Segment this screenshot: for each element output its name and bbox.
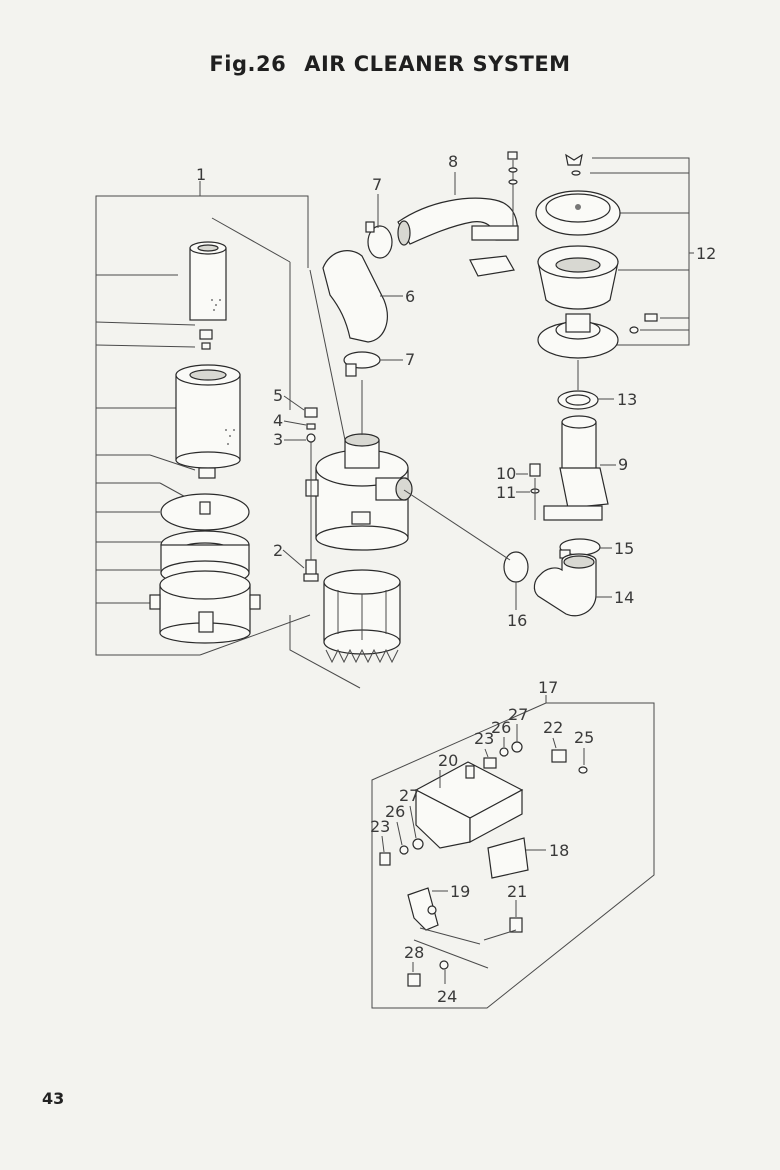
hose-clamp-upper	[367, 225, 393, 259]
wing-nut-small	[199, 329, 213, 350]
screw-12	[644, 313, 658, 322]
callout-7b: 7	[405, 350, 415, 369]
outer-filter-element	[175, 364, 241, 469]
elbow-14	[533, 553, 597, 617]
bolt-top	[507, 151, 518, 160]
wing-nut-top	[565, 153, 583, 166]
callout-8: 8	[448, 152, 458, 171]
callout-27b: 27	[399, 786, 419, 805]
page-title: Fig.26 AIR CLEANER SYSTEM	[0, 52, 780, 76]
callout-3: 3	[273, 430, 283, 449]
callout-labels: 1 2 3 4 5 6 7 7 8 9 10 11 12 13 14 15 16…	[196, 152, 716, 1006]
stay-19	[407, 887, 439, 931]
callout-20: 20	[438, 751, 458, 770]
bolt-21	[509, 917, 523, 933]
inlet-stack-9	[543, 415, 609, 521]
hose-clamp-16	[503, 551, 529, 583]
group-1-bracket	[95, 181, 361, 689]
callout-23b: 23	[370, 817, 390, 836]
callout-1: 1	[196, 165, 206, 184]
flange-gasket	[469, 255, 515, 277]
callout-23a: 23	[474, 729, 494, 748]
callout-14: 14	[614, 588, 634, 607]
group-12-bracket	[590, 157, 694, 346]
washer-27a	[511, 741, 523, 753]
bolt-10	[529, 463, 541, 477]
bolt-23a	[483, 757, 497, 769]
washer-25	[578, 766, 588, 774]
callout-24: 24	[437, 987, 457, 1006]
nut-5	[304, 407, 318, 418]
callout-27a: 27	[508, 705, 528, 724]
support-plate-20	[414, 761, 524, 849]
rubber-hose	[322, 250, 388, 343]
callout-19: 19	[450, 882, 470, 901]
page-number: 43	[42, 1089, 65, 1108]
callout-16: 16	[507, 611, 527, 630]
pre-cleaner-cap	[535, 190, 621, 236]
callout-26a: 26	[491, 718, 511, 737]
bolt-22	[551, 749, 567, 763]
callout-2: 2	[273, 541, 283, 560]
bolt-23b	[379, 852, 391, 866]
inner-filter-element	[189, 241, 227, 321]
figure-title: AIR CLEANER SYSTEM	[304, 52, 571, 76]
callout-25: 25	[574, 728, 594, 747]
bolt-2	[303, 559, 319, 582]
callout-22: 22	[543, 718, 563, 737]
clamp-screw-upper	[365, 221, 375, 233]
wing-nut	[198, 467, 216, 479]
nut-28	[407, 973, 421, 987]
callout-11: 11	[496, 483, 516, 502]
plate-18	[487, 837, 529, 879]
callout-15: 15	[614, 539, 634, 558]
figure-number: Fig.26	[209, 52, 287, 76]
gasket-clip	[199, 501, 211, 515]
callout-28: 28	[404, 943, 424, 962]
cyclone-vane	[323, 569, 401, 664]
group-17-bracket	[371, 695, 655, 1009]
washer-26a	[499, 747, 509, 757]
pre-cleaner-base	[537, 313, 619, 359]
callout-9: 9	[618, 455, 628, 474]
pre-cleaner-bowl	[537, 245, 619, 310]
washer-27b	[412, 838, 424, 850]
washer-12	[629, 326, 639, 334]
callout-7a: 7	[372, 175, 382, 194]
washer-24	[439, 960, 449, 970]
dust-pan-bottom	[149, 570, 261, 644]
callout-10: 10	[496, 464, 516, 483]
callout-26b: 26	[385, 802, 405, 821]
callout-6: 6	[405, 287, 415, 306]
callout-21: 21	[507, 882, 527, 901]
pipe-flange	[471, 225, 519, 241]
callout-13: 13	[617, 390, 637, 409]
washer-26b	[399, 845, 409, 855]
washer-3	[306, 433, 316, 443]
washer-top	[571, 170, 581, 176]
callout-4: 4	[273, 411, 283, 430]
spring-washer-4	[306, 423, 316, 430]
callout-12: 12	[696, 244, 716, 263]
callout-leaders	[282, 172, 616, 984]
callout-17: 17	[538, 678, 558, 697]
callout-18: 18	[549, 841, 569, 860]
callout-5: 5	[273, 386, 283, 405]
clamp-screw-lower	[345, 363, 357, 377]
air-cleaner-housing	[305, 433, 413, 551]
